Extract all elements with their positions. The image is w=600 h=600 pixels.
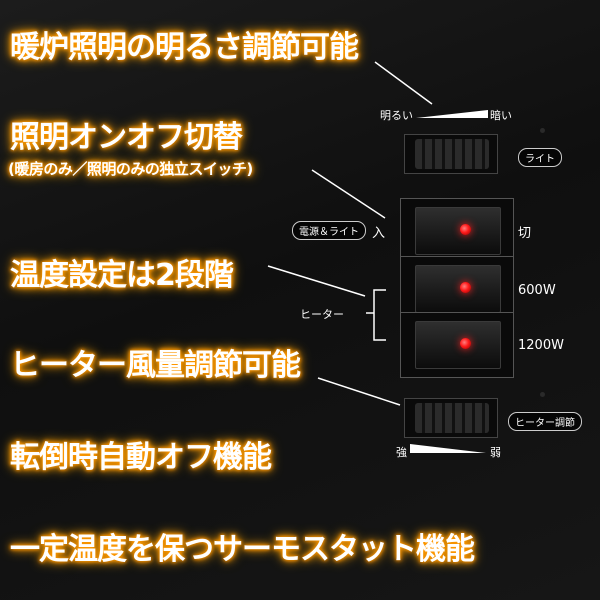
strength-strong-label: 強 — [396, 446, 407, 459]
callout-line-light-switch — [311, 169, 386, 219]
heater-fan-wheel[interactable] — [404, 398, 498, 438]
watt-600-label: 600W — [518, 283, 556, 298]
light-badge: ライト — [518, 148, 562, 167]
feature-light-toggle-note: (暖房のみ／照明のみの独立スイッチ) — [8, 160, 253, 178]
power-indicator-lamp — [460, 224, 471, 235]
heater-600w-switch[interactable] — [400, 256, 514, 322]
heater-1200w-switch[interactable] — [400, 312, 514, 378]
brightness-wedge — [416, 110, 488, 118]
feature-tip-over: 転倒時自動オフ機能 — [10, 440, 272, 475]
strength-wedge — [410, 444, 486, 453]
panel-screw — [540, 128, 545, 133]
heater-bracket — [373, 289, 386, 341]
feature-thermostat: 一定温度を保つサーモスタット機能 — [10, 532, 475, 567]
watt-1200-label: 1200W — [518, 338, 564, 353]
feature-fan: ヒーター風量調節可能 — [10, 348, 301, 383]
callout-line-temperature — [267, 265, 366, 297]
feature-brightness: 暖炉照明の明るさ調節可能 — [10, 30, 359, 65]
feature-temperature: 温度設定は2段階 — [10, 258, 234, 293]
callout-line-fan — [317, 377, 401, 406]
power-light-switch[interactable] — [400, 198, 514, 264]
light-dimmer-wheel[interactable] — [404, 134, 498, 174]
heater-adjust-badge: ヒーター調節 — [508, 412, 582, 431]
callout-line-brightness — [374, 61, 433, 105]
switch-on-label: 入 — [372, 226, 386, 241]
heater-600w-lamp — [460, 282, 471, 293]
heater-1200w-lamp — [460, 338, 471, 349]
power-light-badge: 電源＆ライト — [292, 221, 366, 240]
panel-screw-lower — [540, 392, 545, 397]
brightness-bright-label: 明るい — [380, 109, 413, 122]
feature-light-toggle: 照明オンオフ切替 — [10, 120, 243, 155]
switch-off-label: 切 — [518, 226, 532, 241]
brightness-dark-label: 暗い — [490, 109, 512, 122]
heater-label: ヒーター — [300, 308, 344, 321]
strength-weak-label: 弱 — [490, 446, 501, 459]
